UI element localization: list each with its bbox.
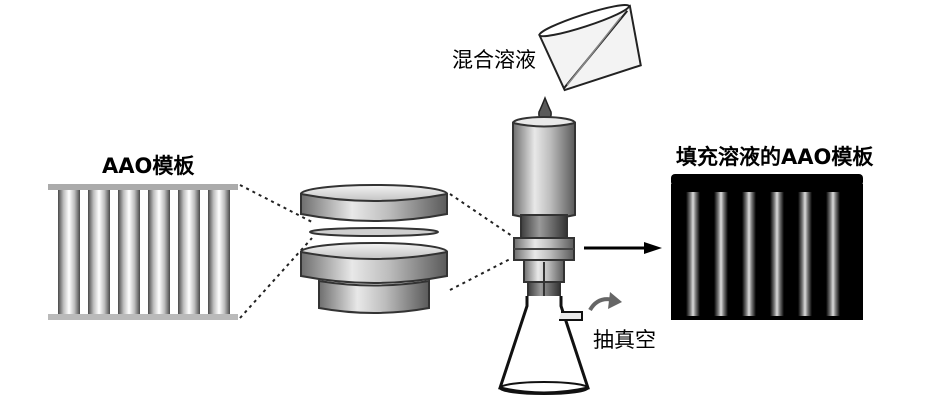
filled-pore bbox=[742, 192, 756, 316]
aao-pores bbox=[58, 190, 230, 314]
curved-arrow-icon bbox=[588, 292, 622, 312]
beaker-icon bbox=[538, 4, 642, 92]
right-arrow-icon bbox=[584, 242, 662, 254]
filled-aao-template bbox=[671, 174, 863, 320]
aao-pore bbox=[178, 190, 200, 314]
filled-pores bbox=[686, 192, 840, 316]
aao-pore bbox=[58, 190, 80, 314]
filled-template-label: 填充溶液的AAO模板 bbox=[676, 145, 874, 169]
filtration-unit bbox=[498, 116, 590, 395]
aao-pore bbox=[208, 190, 230, 314]
aao-pore bbox=[148, 190, 170, 314]
vacuum-label: 抽真空 bbox=[593, 328, 656, 352]
aao-pore bbox=[118, 190, 140, 314]
mixed-solution-label: 混合溶液 bbox=[452, 48, 536, 72]
filled-pore bbox=[686, 192, 700, 316]
connector-lines-right bbox=[449, 193, 513, 291]
filled-pore bbox=[770, 192, 784, 316]
filled-pore bbox=[714, 192, 728, 316]
aao-template-label: AAO模板 bbox=[102, 154, 195, 178]
aao-pore bbox=[88, 190, 110, 314]
filled-pore bbox=[798, 192, 812, 316]
aao-template-membrane bbox=[48, 184, 238, 320]
membrane-holder bbox=[300, 184, 448, 314]
filled-pore bbox=[826, 192, 840, 316]
